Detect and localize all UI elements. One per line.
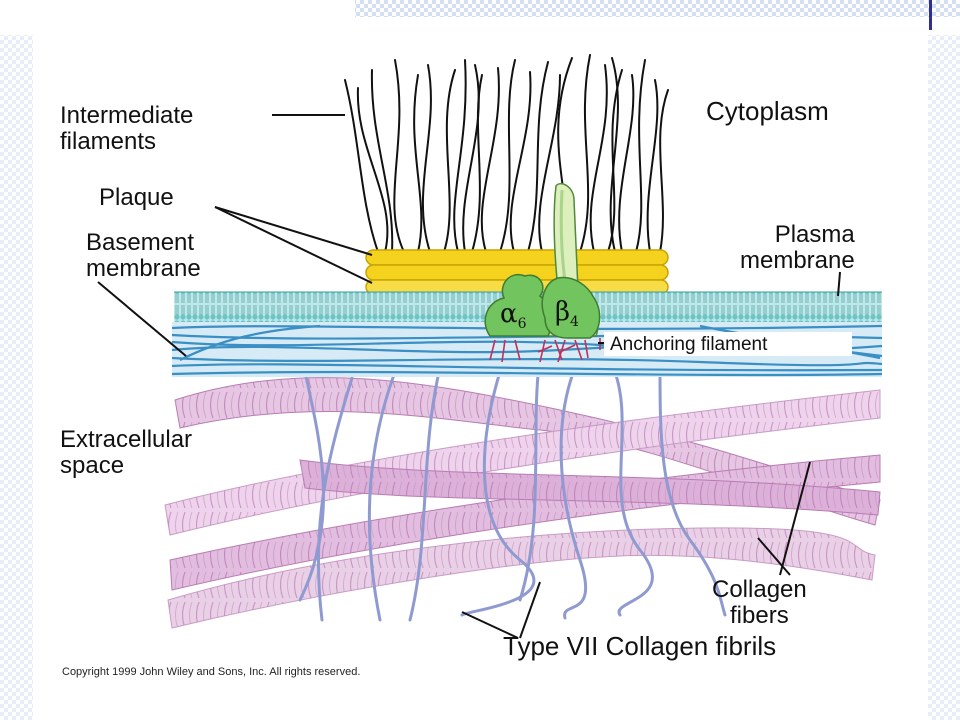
type-vii-fibril: [608, 358, 654, 617]
collagen-fiber: [300, 460, 880, 515]
copyright-notice: Copyright 1999 John Wiley and Sons, Inc.…: [62, 666, 361, 678]
slide-right-border: [928, 35, 960, 720]
type-vii-fibril: [367, 370, 397, 622]
leader-lines: [97, 114, 841, 639]
label-intermediate-filaments: Intermediate filaments: [60, 102, 194, 155]
label-alpha6: α6: [500, 299, 526, 332]
beta-subscript: 4: [570, 314, 579, 331]
intermediate-filaments: [344, 54, 669, 253]
alpha-symbol: α: [500, 299, 518, 329]
label-anchoring-filament: Anchoring filament: [610, 334, 768, 355]
beta-symbol: β: [555, 297, 571, 327]
type-vii-fibril: [408, 366, 442, 622]
leader-type-vii-1: [461, 611, 519, 639]
type-vii-fibrils: [298, 354, 727, 622]
collagen-fiber: [165, 390, 880, 535]
type-vii-fibril: [460, 354, 536, 617]
alpha6-integrin: [484, 273, 552, 337]
type-vii-fibril: [518, 354, 542, 602]
collagen-fiber: [175, 377, 880, 525]
slide-left-border: [0, 35, 33, 720]
alpha-subscript: 6: [517, 316, 527, 333]
label-plaque: Plaque: [99, 184, 174, 211]
leader-collagen-fibers-1: [779, 461, 811, 576]
anchoring-label-box: [604, 332, 852, 356]
collagen-fibers: [164, 377, 881, 629]
label-collagen-fibers: Collagen fibers: [712, 576, 807, 629]
label-type-vii-collagen: Type VII Collagen fibrils: [503, 631, 777, 661]
leader-basement-membrane: [97, 281, 187, 357]
slide-top-banner: [355, 0, 960, 17]
label-beta4: β4: [555, 297, 579, 330]
leader-collagen-fibers-2: [757, 537, 791, 576]
label-cytoplasm: Cytoplasm: [706, 96, 829, 126]
anchoring-filaments: [489, 338, 601, 363]
leader-plaque-1: [214, 206, 373, 256]
label-plasma-membrane: Plasma membrane: [740, 221, 855, 274]
leader-plasma-membrane: [837, 271, 841, 297]
leader-plaque-2: [214, 206, 373, 284]
label-basement-membrane: Basement membrane: [86, 229, 201, 282]
label-extracellular-space: Extracellular space: [60, 426, 193, 479]
type-vii-fibril: [298, 370, 325, 602]
beta4-integrin-body: [541, 276, 601, 339]
type-vii-fibril: [658, 366, 727, 617]
slide-accent-bar: [929, 0, 932, 30]
leader-type-vii-2: [519, 581, 541, 639]
type-vii-fibril: [559, 354, 587, 620]
